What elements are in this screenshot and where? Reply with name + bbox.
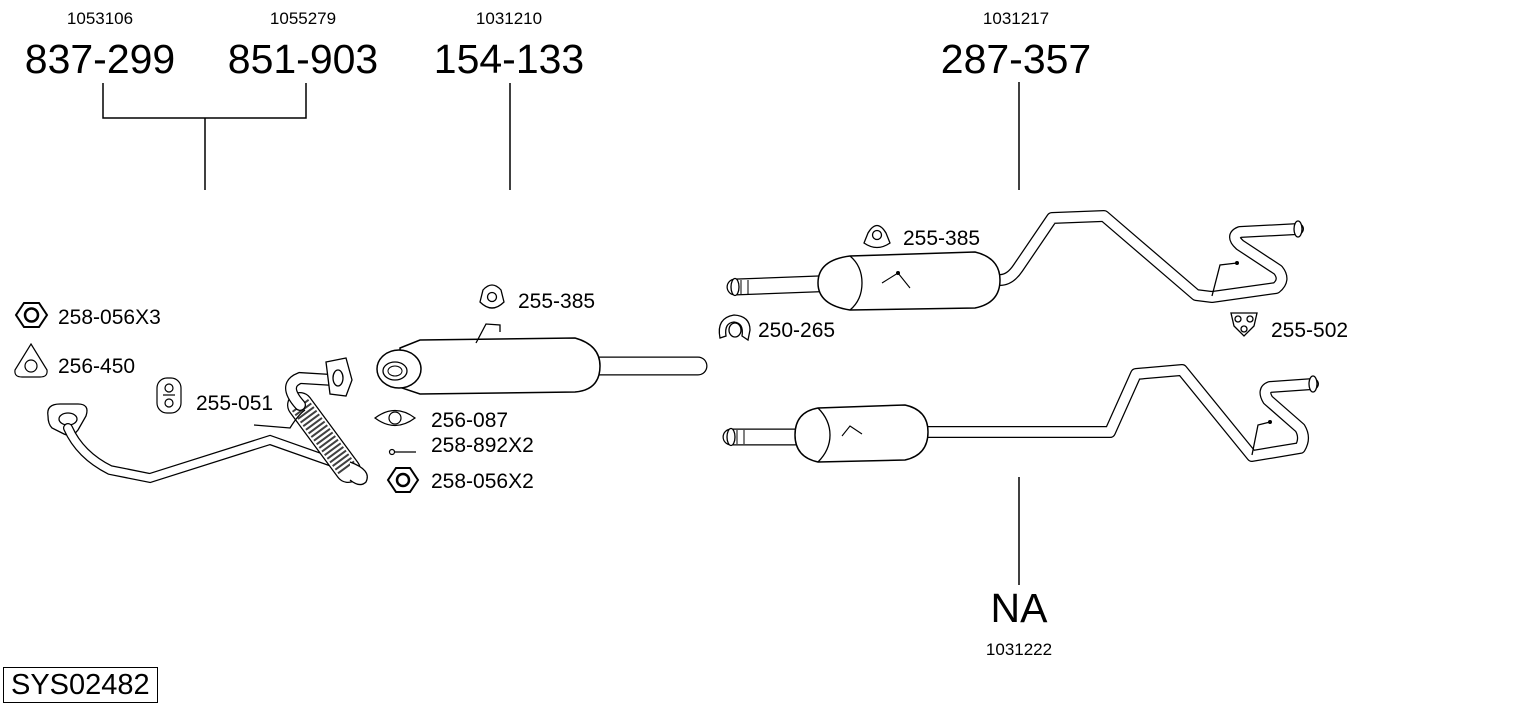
part-ref-1031217: 1031217 <box>983 9 1049 28</box>
fitting-label-250-265: 250-265 <box>758 319 835 342</box>
fitting-label-256-087: 256-087 <box>431 409 508 432</box>
middle-silencer <box>376 323 708 395</box>
gasket-triangle-icon <box>14 342 48 378</box>
part-ref-1053106: 1053106 <box>67 9 133 28</box>
hex-nut-icon <box>14 302 49 328</box>
bolt-icon <box>388 448 416 456</box>
hex-nut-icon <box>386 467 420 493</box>
part-ref-1055279: 1055279 <box>270 9 336 28</box>
fitting-label-255-385-middle: 255-385 <box>518 290 595 313</box>
fitting-label-258-056x3: 258-056X3 <box>58 306 161 329</box>
gasket-oval-icon <box>373 409 417 427</box>
rear-silencer-upper <box>726 210 1304 311</box>
fitting-label-256-450: 256-450 <box>58 355 135 378</box>
front-pipe-assembly <box>47 357 368 486</box>
part-number-na: NA <box>991 585 1049 631</box>
fitting-label-255-051: 255-051 <box>196 392 273 415</box>
rear-silencer-lower <box>722 364 1319 463</box>
part-number-837-299: 837-299 <box>25 36 175 82</box>
part-ref-1031222: 1031222 <box>986 640 1052 659</box>
part-number-287-357: 287-357 <box>941 36 1091 82</box>
part-number-851-903: 851-903 <box>228 36 378 82</box>
part-ref-1031210: 1031210 <box>476 9 542 28</box>
fitting-label-255-502: 255-502 <box>1271 319 1348 342</box>
fitting-label-258-892x2: 258-892X2 <box>431 434 534 457</box>
part-number-154-133: 154-133 <box>434 36 584 82</box>
fitting-label-258-056x2: 258-056X2 <box>431 470 534 493</box>
rubber-mount-icon <box>863 224 891 249</box>
fitting-label-255-385-rear: 255-385 <box>903 227 980 250</box>
rubber-mount-icon <box>156 377 182 414</box>
rubber-mount-icon <box>1230 312 1258 337</box>
system-code: SYS02482 <box>3 667 158 703</box>
clamp-icon <box>718 314 751 342</box>
rubber-mount-icon <box>479 284 505 309</box>
leader-lines <box>102 82 1020 585</box>
